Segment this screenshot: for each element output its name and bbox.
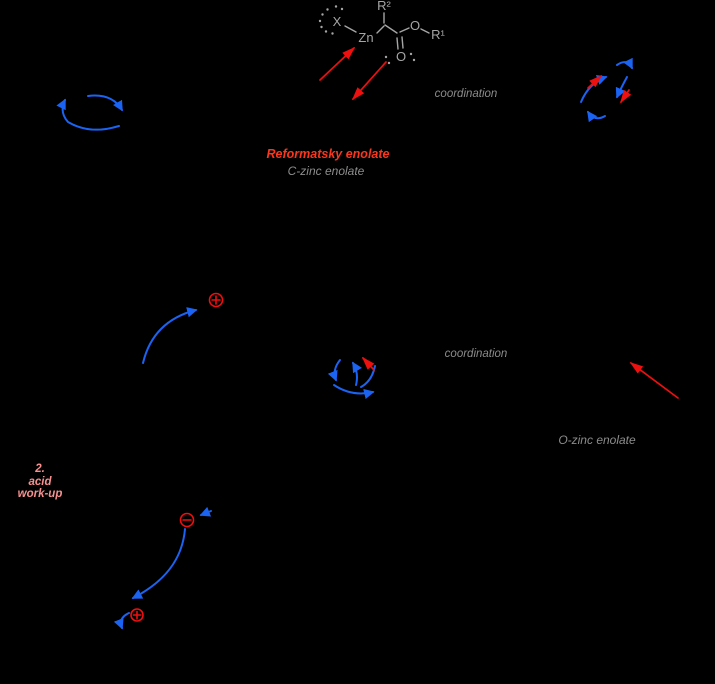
zinc-enolate-structure: X Zn R² O R¹ O bbox=[318, 0, 446, 65]
bond-esterO-r1 bbox=[420, 28, 430, 34]
carbonyl-lone-pair-dots bbox=[384, 52, 416, 65]
curved-arrow-hook-bottom bbox=[113, 612, 130, 630]
curved-arrow-to-plus-charge bbox=[142, 307, 198, 364]
workup-line-2: acid bbox=[28, 475, 52, 488]
red-arrow-tr-upper bbox=[587, 74, 603, 89]
curved-arrow-protonation bbox=[131, 528, 186, 599]
atom-label-ester-oxygen: O bbox=[410, 18, 420, 33]
curved-arrow-tr-bottom bbox=[587, 110, 606, 123]
minus-charge-icon bbox=[179, 512, 195, 528]
blue-arrow-stub-to-minus bbox=[199, 506, 212, 517]
bond-x-zn bbox=[344, 25, 357, 33]
double-bond-line-2 bbox=[401, 36, 404, 49]
curved-arrow-center-right bbox=[360, 365, 376, 388]
top-right-arrow-cluster bbox=[580, 57, 633, 123]
atom-label-zinc: Zn bbox=[358, 30, 373, 45]
halide-lone-pair-dots bbox=[318, 5, 344, 35]
workup-line-3: work-up bbox=[17, 488, 63, 500]
red-arrow-o-zinc bbox=[629, 361, 679, 399]
bond-carbon-carbonyl bbox=[384, 24, 398, 34]
atom-label-r1: R¹ bbox=[431, 27, 445, 42]
curved-arrow-center-bottom bbox=[333, 384, 375, 400]
c-zinc-enolate-label: C-zinc enolate bbox=[287, 164, 365, 178]
acid-workup-step-label: 2. acid work-up bbox=[18, 463, 63, 501]
atom-label-carbonyl-oxygen: O bbox=[396, 49, 406, 64]
central-cycle-arrows bbox=[327, 356, 376, 400]
workup-line-1: 2. bbox=[35, 463, 45, 475]
curved-arrow-tr-left bbox=[580, 75, 608, 103]
coordination-label-middle: coordination bbox=[444, 348, 508, 360]
atom-label-halide: X bbox=[333, 14, 342, 29]
curved-arrow-tr-right bbox=[615, 76, 628, 99]
o-zinc-enolate-label: O-zinc enolate bbox=[558, 433, 636, 447]
coordination-label-top: coordination bbox=[434, 88, 498, 100]
red-arrow-from-carbonyl bbox=[351, 61, 387, 101]
curved-arrow-tr-top bbox=[616, 57, 633, 70]
red-arrow-to-zinc bbox=[319, 46, 356, 81]
bond-zn-carbon bbox=[376, 25, 385, 34]
curved-arrow-center-up bbox=[352, 361, 363, 386]
curved-arrow-cycle-top bbox=[87, 94, 123, 112]
red-arrow-tr-lower bbox=[620, 89, 632, 104]
red-arrow-center bbox=[361, 356, 375, 371]
plus-charge-icon-top bbox=[208, 292, 224, 308]
plus-charge-icon-bottom bbox=[130, 608, 144, 622]
curved-arrow-cycle-bottom bbox=[56, 98, 120, 131]
double-bond-line-1 bbox=[396, 37, 399, 50]
reformatsky-enolate-label: Reformatsky enolate bbox=[266, 147, 390, 161]
left-cycle-arrows bbox=[56, 94, 123, 131]
atom-label-r2: R² bbox=[377, 0, 391, 13]
bond-carbonyl-esterO bbox=[399, 27, 410, 33]
curved-arrow-center-left bbox=[327, 359, 341, 382]
